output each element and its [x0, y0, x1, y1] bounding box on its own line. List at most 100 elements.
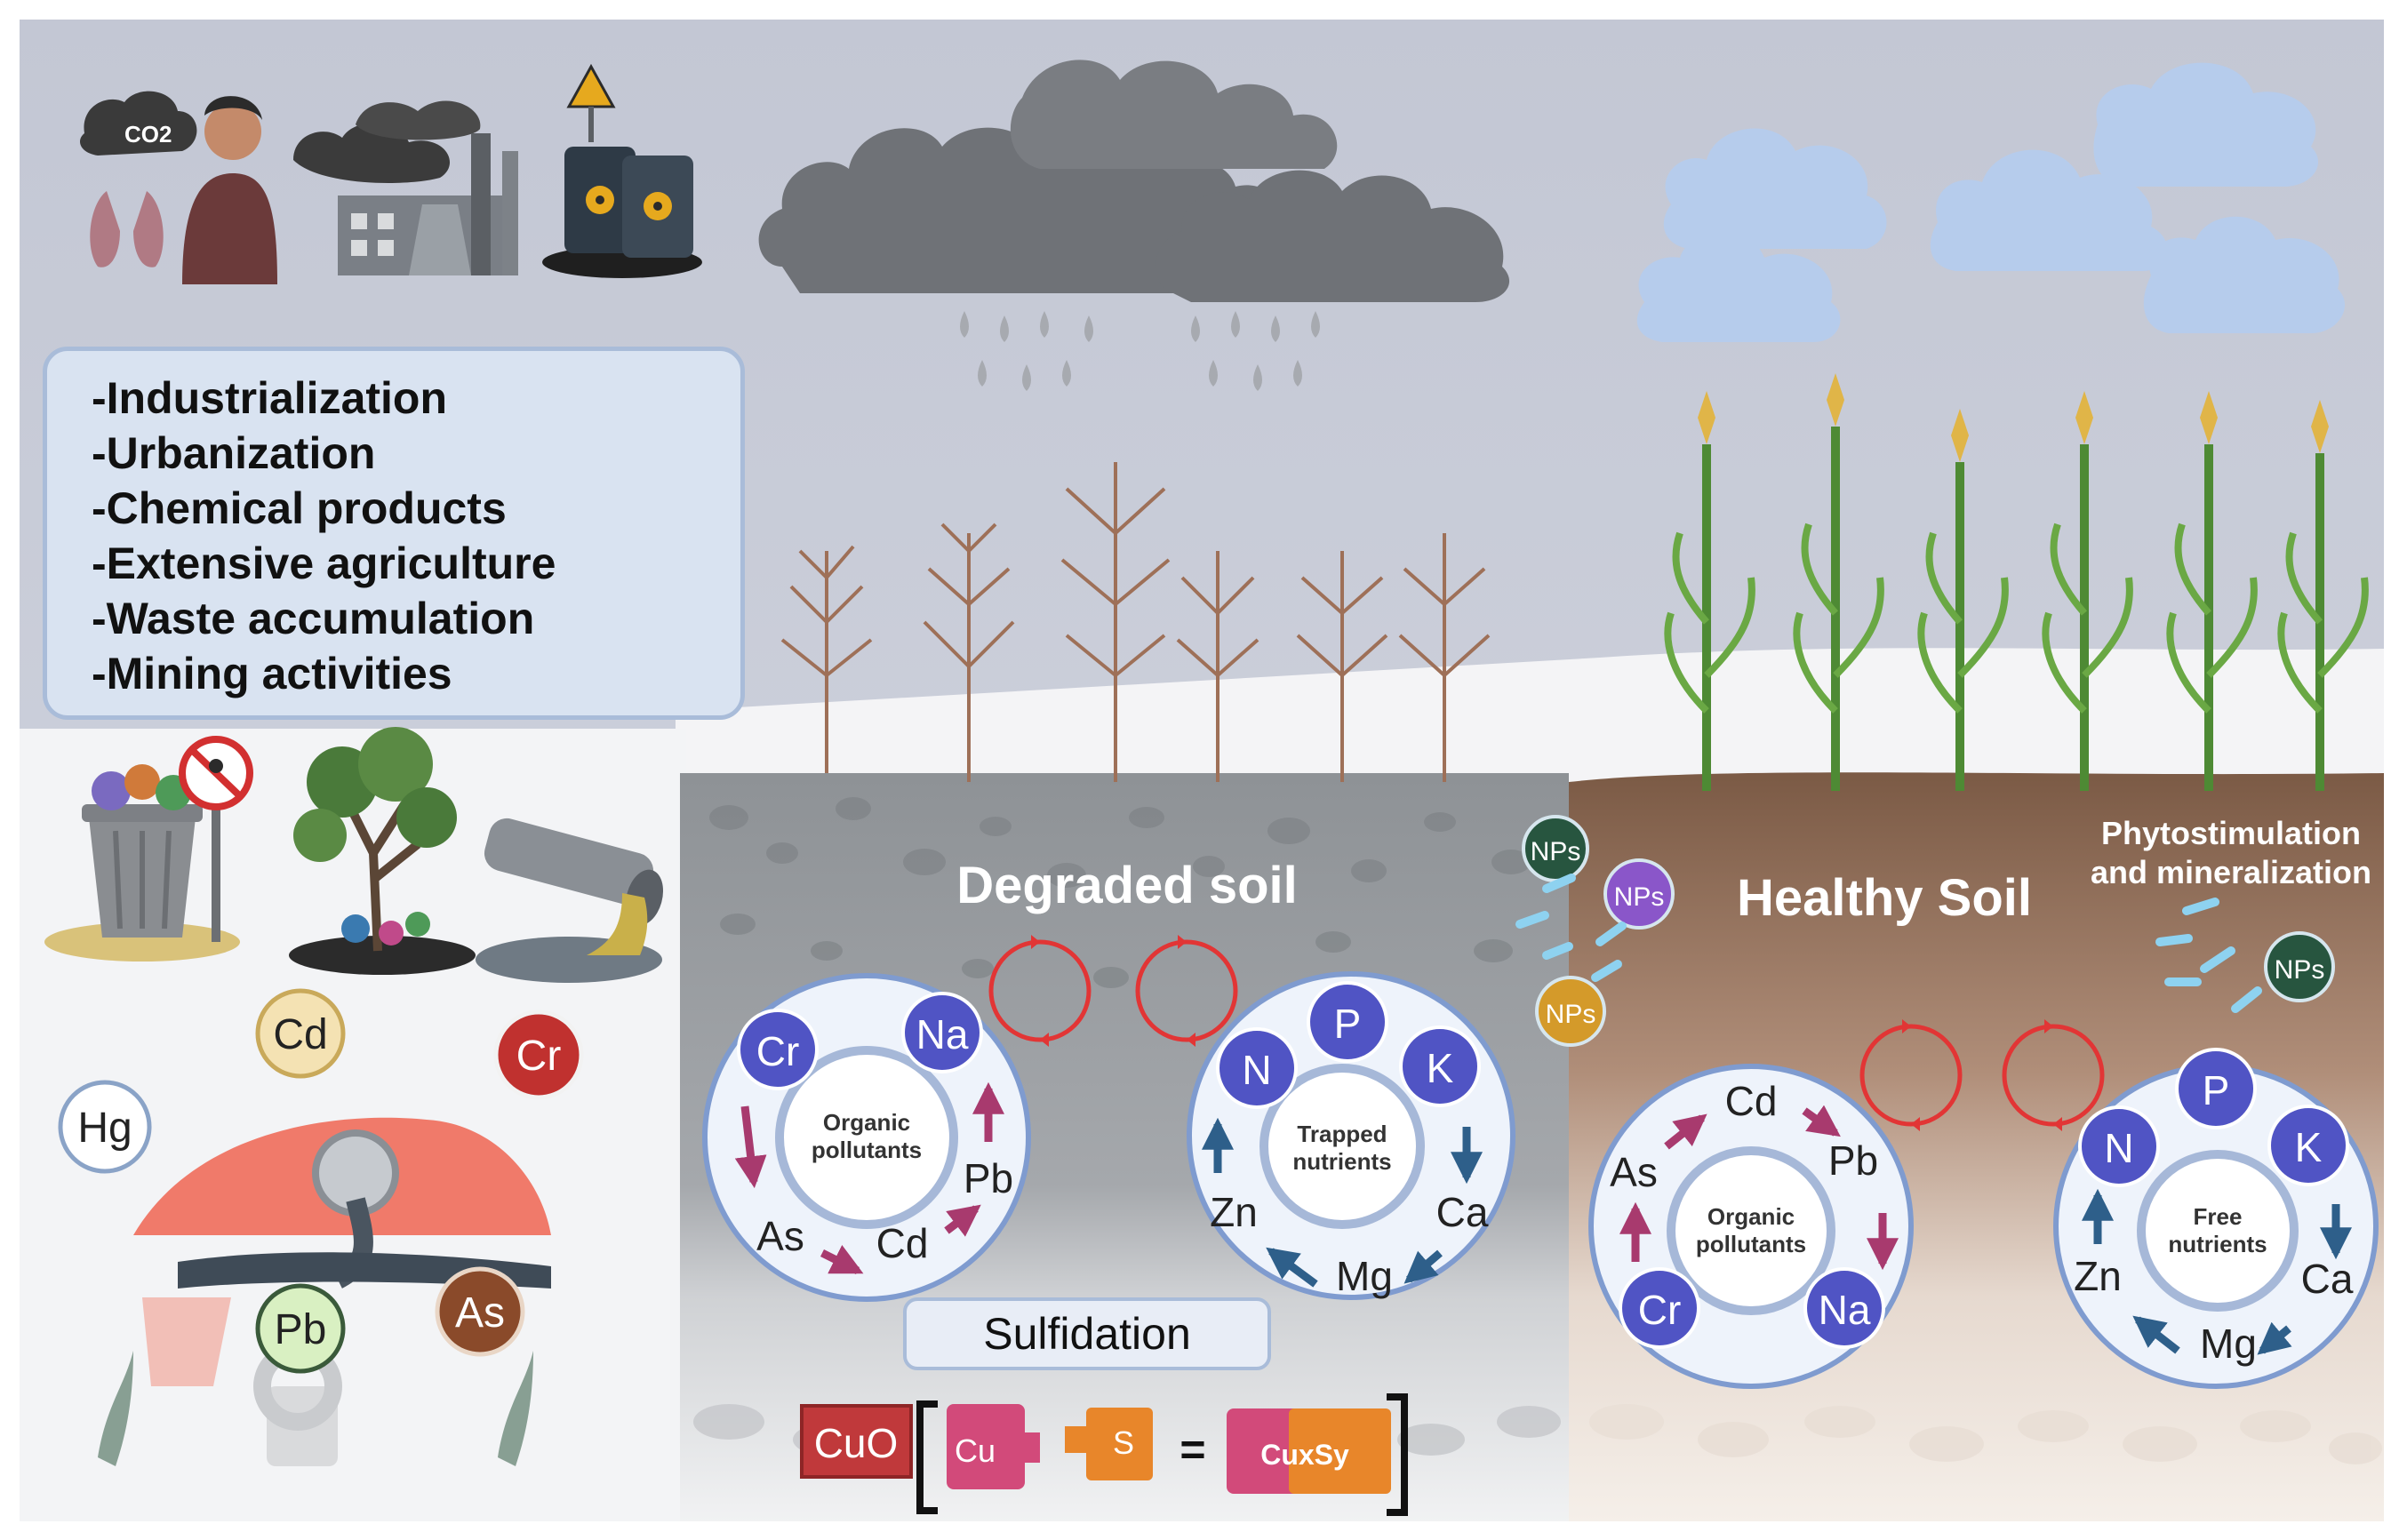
svg-text:Na: Na — [1819, 1287, 1871, 1333]
svg-text:CuO: CuO — [814, 1420, 899, 1466]
phytostimulation-label-line1: Phytostimulation — [2101, 815, 2361, 851]
s-puzzle-piece: S — [1065, 1408, 1153, 1480]
trash-can-icon — [44, 764, 240, 962]
np-particle-purple: NPs — [1603, 858, 1675, 930]
bracket-left — [916, 1400, 938, 1514]
element-circle-p: P — [1307, 981, 1388, 1063]
svg-text:S: S — [1113, 1424, 1134, 1461]
svg-text:NPs: NPs — [1546, 1000, 1596, 1029]
sulfidation-equation: CuO Cu S = CuxSy — [800, 1393, 1408, 1516]
element-label-ca: Ca — [2301, 1256, 2354, 1302]
cu-puzzle-piece: Cu — [947, 1404, 1040, 1489]
svg-text:Trapped: Trapped — [1297, 1121, 1387, 1147]
healthy-soil-title: Healthy Soil — [1737, 869, 2032, 927]
nanoparticle-dashes — [1515, 874, 2262, 1013]
factory-icon — [293, 100, 518, 275]
svg-text:Cd: Cd — [273, 1011, 327, 1058]
metal-circle-hg: Hg — [58, 1080, 152, 1174]
rain-drops — [960, 311, 1320, 391]
svg-text:As: As — [455, 1289, 505, 1337]
element-circle-k: K — [2267, 1105, 2349, 1186]
svg-text:CuxSy: CuxSy — [1260, 1439, 1349, 1471]
svg-text:P: P — [2203, 1067, 2230, 1113]
no-littering-sign-icon — [179, 736, 253, 942]
element-circle-na: Na — [901, 992, 983, 1073]
element-label-ca: Ca — [1436, 1189, 1489, 1235]
svg-text:Cr: Cr — [1638, 1287, 1682, 1333]
svg-text:Cr: Cr — [516, 1033, 562, 1080]
metal-circle-as: As — [435, 1266, 525, 1357]
cause-item: -Extensive agriculture — [92, 539, 556, 588]
svg-text:N: N — [1242, 1047, 1271, 1093]
healthy-nutrient-ring: Free nutrients N P K Zn Mg Ca — [2053, 1048, 2379, 1389]
svg-text:Organic: Organic — [1707, 1203, 1795, 1230]
cause-item: -Industrialization — [92, 373, 447, 423]
svg-text:N: N — [2104, 1125, 2133, 1171]
element-label-pb: Pb — [1828, 1137, 1878, 1184]
element-circle-k: K — [1399, 1025, 1481, 1107]
svg-text:Na: Na — [916, 1011, 969, 1057]
polluted-tree-icon — [289, 727, 476, 975]
element-label-as: As — [756, 1213, 804, 1259]
element-label-cd: Cd — [876, 1220, 929, 1266]
element-circle-cr: Cr — [1619, 1267, 1700, 1349]
element-circle-na: Na — [1803, 1267, 1885, 1349]
bracket-right — [1387, 1393, 1408, 1516]
cause-item: -Mining activities — [92, 649, 452, 698]
metal-circle-cd: Cd — [255, 988, 346, 1079]
element-label-mg: Mg — [2200, 1321, 2257, 1367]
svg-text:pollutants: pollutants — [1696, 1231, 1806, 1257]
causes-list: -Industrialization -Urbanization -Chemic… — [47, 351, 740, 701]
svg-text:Cu: Cu — [955, 1432, 996, 1469]
element-label-pb: Pb — [964, 1155, 1013, 1201]
element-label-cd: Cd — [1725, 1078, 1778, 1124]
landfill-illustration — [98, 1117, 551, 1466]
svg-text:K: K — [1427, 1045, 1454, 1091]
np-particle-dark-1: NPs — [1522, 815, 1589, 882]
svg-text:Organic: Organic — [823, 1109, 910, 1136]
element-label-mg: Mg — [1336, 1253, 1393, 1299]
cause-item: -Urbanization — [92, 428, 376, 478]
radioactive-barrels-icon — [542, 63, 702, 278]
svg-text:nutrients: nutrients — [2168, 1231, 2267, 1257]
np-particle-gold: NPs — [1535, 976, 1606, 1047]
storm-cloud-icon — [758, 60, 1510, 302]
phytostimulation-label-line2: and mineralization — [2091, 854, 2371, 890]
clean-cloud-icon — [1636, 62, 2346, 342]
element-label-as: As — [1610, 1149, 1658, 1195]
metal-circle-pb: Pb — [255, 1283, 346, 1374]
element-circle-cr: Cr — [737, 1009, 819, 1090]
metal-circle-cr: Cr — [493, 1009, 584, 1100]
element-circle-n: N — [1216, 1027, 1298, 1109]
svg-text:NPs: NPs — [1531, 837, 1581, 866]
causes-box: -Industrialization -Urbanization -Chemic… — [43, 347, 745, 720]
co2-label: CO2 — [124, 121, 172, 148]
svg-text:P: P — [1334, 1001, 1362, 1047]
cuo-block: CuO — [800, 1404, 913, 1479]
degraded-soil-title: Degraded soil — [956, 857, 1298, 914]
element-label-zn: Zn — [1210, 1189, 1258, 1235]
dead-plants — [780, 462, 1491, 782]
corn-plants — [1664, 373, 2369, 791]
np-particle-dark-2: NPs — [2264, 931, 2335, 1002]
svg-text:Hg: Hg — [77, 1105, 132, 1152]
svg-text:NPs: NPs — [2275, 955, 2325, 985]
red-cycle-arrowheads — [1031, 935, 2062, 1131]
svg-text:nutrients: nutrients — [1292, 1148, 1391, 1175]
element-circle-n: N — [2078, 1105, 2160, 1187]
element-circle-p: P — [2175, 1048, 2257, 1129]
degraded-nutrient-ring: Trapped nutrients N P K Zn Mg Ca — [1187, 971, 1515, 1300]
degraded-pollutant-ring: Organic pollutants Cr Na Pb Cd As — [702, 973, 1031, 1302]
svg-text:Pb: Pb — [275, 1306, 327, 1353]
person-coughing-icon: CO2 — [80, 91, 277, 284]
cause-item: -Waste accumulation — [92, 594, 535, 643]
equals-sign: = — [1180, 1424, 1205, 1474]
svg-text:Cr: Cr — [756, 1028, 800, 1074]
sulfidation-box: Sulfidation — [903, 1297, 1271, 1370]
sewage-pipe-icon — [476, 818, 664, 983]
svg-text:Sulfidation: Sulfidation — [983, 1309, 1191, 1359]
healthy-pollutant-ring: Organic pollutants Cr Na As Cd Pb — [1588, 1064, 1914, 1389]
svg-text:NPs: NPs — [1614, 882, 1665, 912]
element-label-zn: Zn — [2074, 1253, 2122, 1299]
svg-text:Free: Free — [2194, 1203, 2243, 1230]
